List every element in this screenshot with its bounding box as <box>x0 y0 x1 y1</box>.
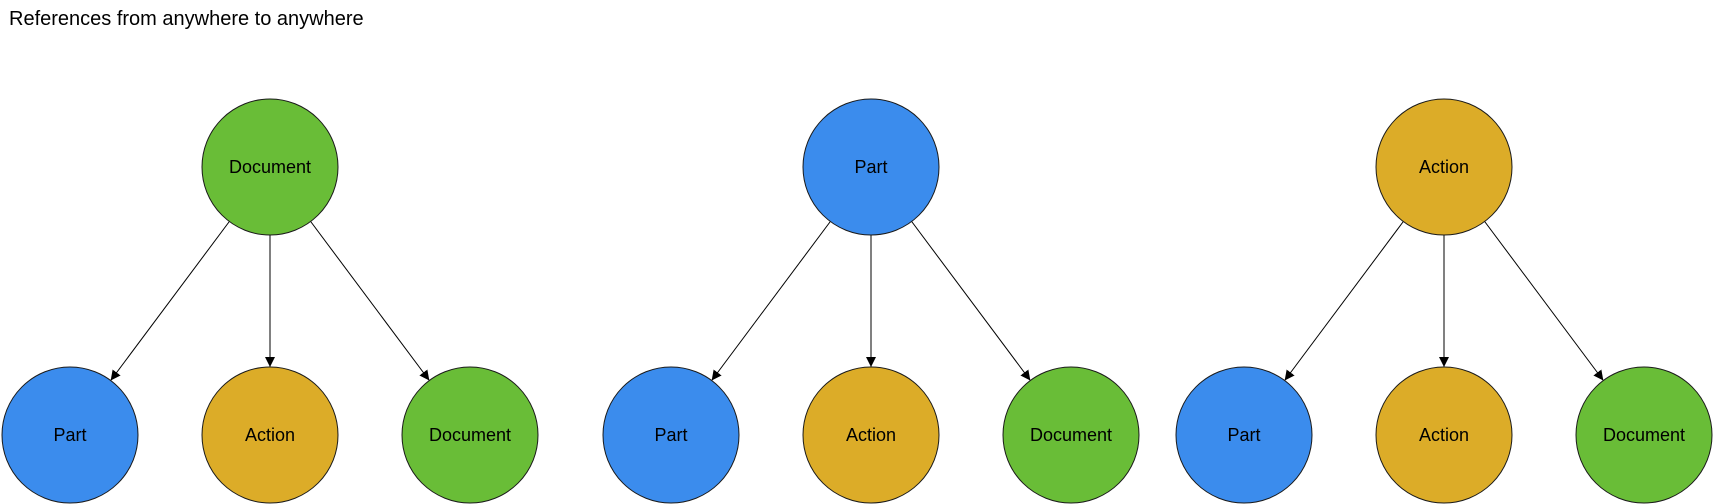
reference-arrow <box>911 221 1031 381</box>
child-node-action-circle <box>1375 366 1513 504</box>
child-node-document-label: Document <box>429 425 511 445</box>
reference-arrow <box>1284 221 1404 381</box>
child-node-action-circle <box>802 366 940 504</box>
reference-arrow <box>110 221 230 381</box>
child-node-document-circle <box>1575 366 1713 504</box>
child-node-document: Document <box>1002 366 1140 504</box>
child-node-part-circle <box>602 366 740 504</box>
child-node-part-label: Part <box>1227 425 1260 445</box>
root-node-action-circle <box>1375 98 1513 236</box>
child-node-part: Part <box>602 366 740 504</box>
child-node-action-label: Action <box>846 425 896 445</box>
child-node-part: Part <box>1 366 139 504</box>
child-node-part-label: Part <box>53 425 86 445</box>
root-node-action-label: Action <box>1419 157 1469 177</box>
root-node-part: Part <box>802 98 940 236</box>
root-node-document-circle <box>201 98 339 236</box>
child-node-document-label: Document <box>1030 425 1112 445</box>
reference-arrow <box>310 221 430 381</box>
child-node-document: Document <box>1575 366 1713 504</box>
child-node-document-label: Document <box>1603 425 1685 445</box>
child-node-part: Part <box>1175 366 1313 504</box>
child-node-action: Action <box>201 366 339 504</box>
child-node-part-circle <box>1 366 139 504</box>
child-node-document: Document <box>401 366 539 504</box>
child-node-action-label: Action <box>1419 425 1469 445</box>
root-node-document-label: Document <box>229 157 311 177</box>
root-node-document: Document <box>201 98 339 236</box>
diagram-title: References from anywhere to anywhere <box>9 8 364 30</box>
root-node-part-label: Part <box>854 157 887 177</box>
child-node-action-circle <box>201 366 339 504</box>
child-node-part-label: Part <box>654 425 687 445</box>
child-node-document-circle <box>401 366 539 504</box>
root-node-part-circle <box>802 98 940 236</box>
reference-arrow <box>711 221 831 381</box>
child-node-action: Action <box>1375 366 1513 504</box>
edges-layer <box>110 221 1604 381</box>
child-node-action-label: Action <box>245 425 295 445</box>
reference-arrow <box>1484 221 1604 381</box>
child-node-action: Action <box>802 366 940 504</box>
child-node-part-circle <box>1175 366 1313 504</box>
child-node-document-circle <box>1002 366 1140 504</box>
root-node-action: Action <box>1375 98 1513 236</box>
